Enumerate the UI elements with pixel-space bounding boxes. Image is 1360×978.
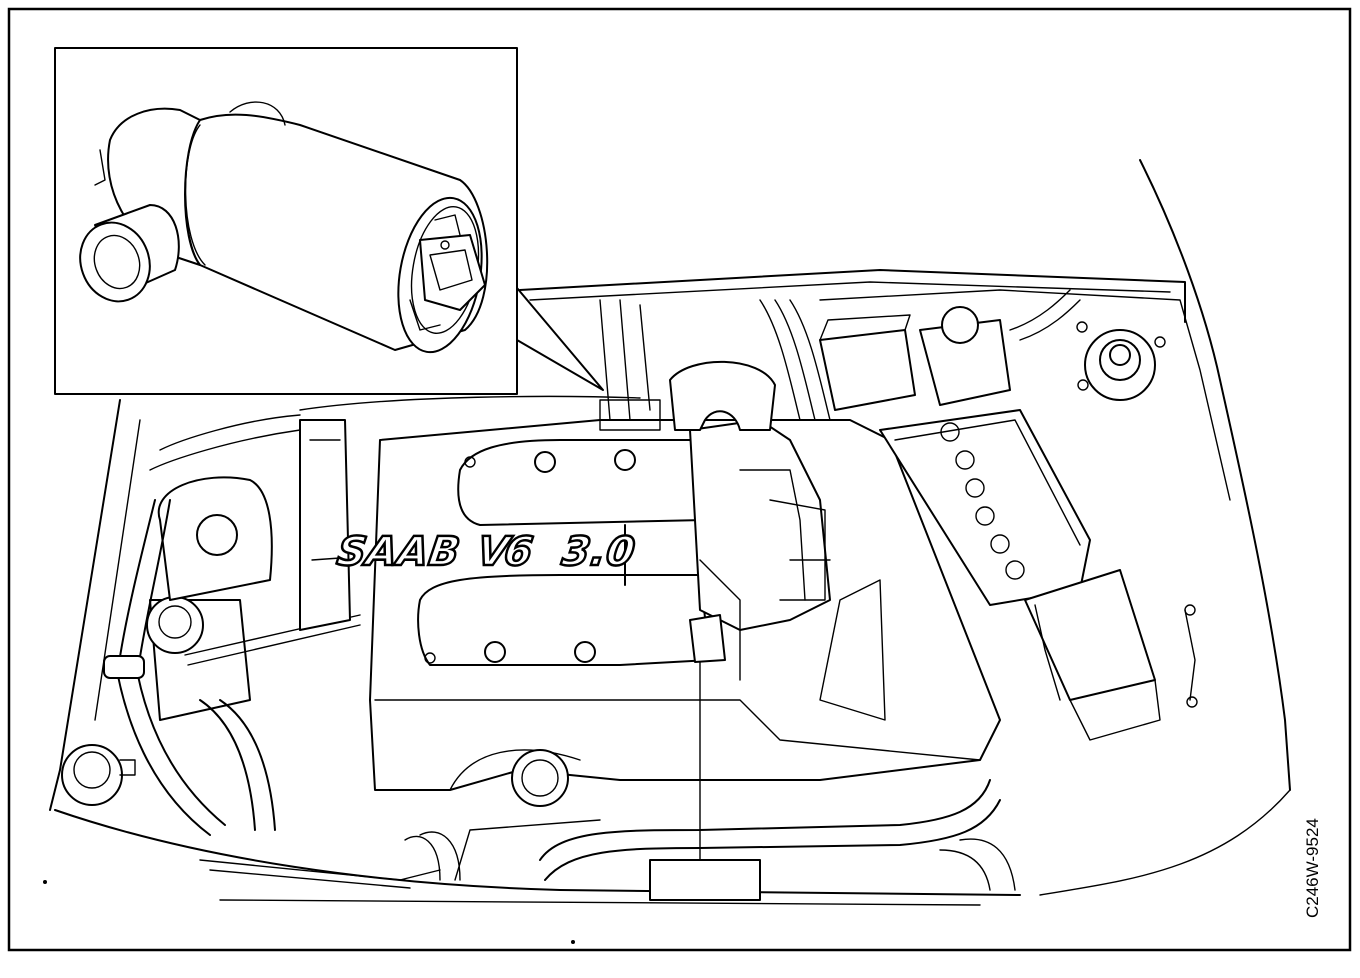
- scan-speck: [571, 940, 575, 944]
- engine-cover-badge: SAAB V6 3.0: [333, 524, 642, 586]
- engine-type-text: V6: [474, 529, 538, 575]
- figure-border: [7, 7, 1352, 952]
- idle-air-control-valve-icon: [79, 101, 489, 354]
- engine-displacement-text: 3.0: [559, 529, 640, 575]
- inset-callout: [54, 47, 604, 395]
- engine-bay: [49, 159, 1291, 906]
- scan-speck: [43, 880, 47, 884]
- callout-pointer: [516, 287, 604, 391]
- engine-brand-text: SAAB: [334, 529, 465, 575]
- figure-reference-code: C246W-9524: [1303, 818, 1322, 918]
